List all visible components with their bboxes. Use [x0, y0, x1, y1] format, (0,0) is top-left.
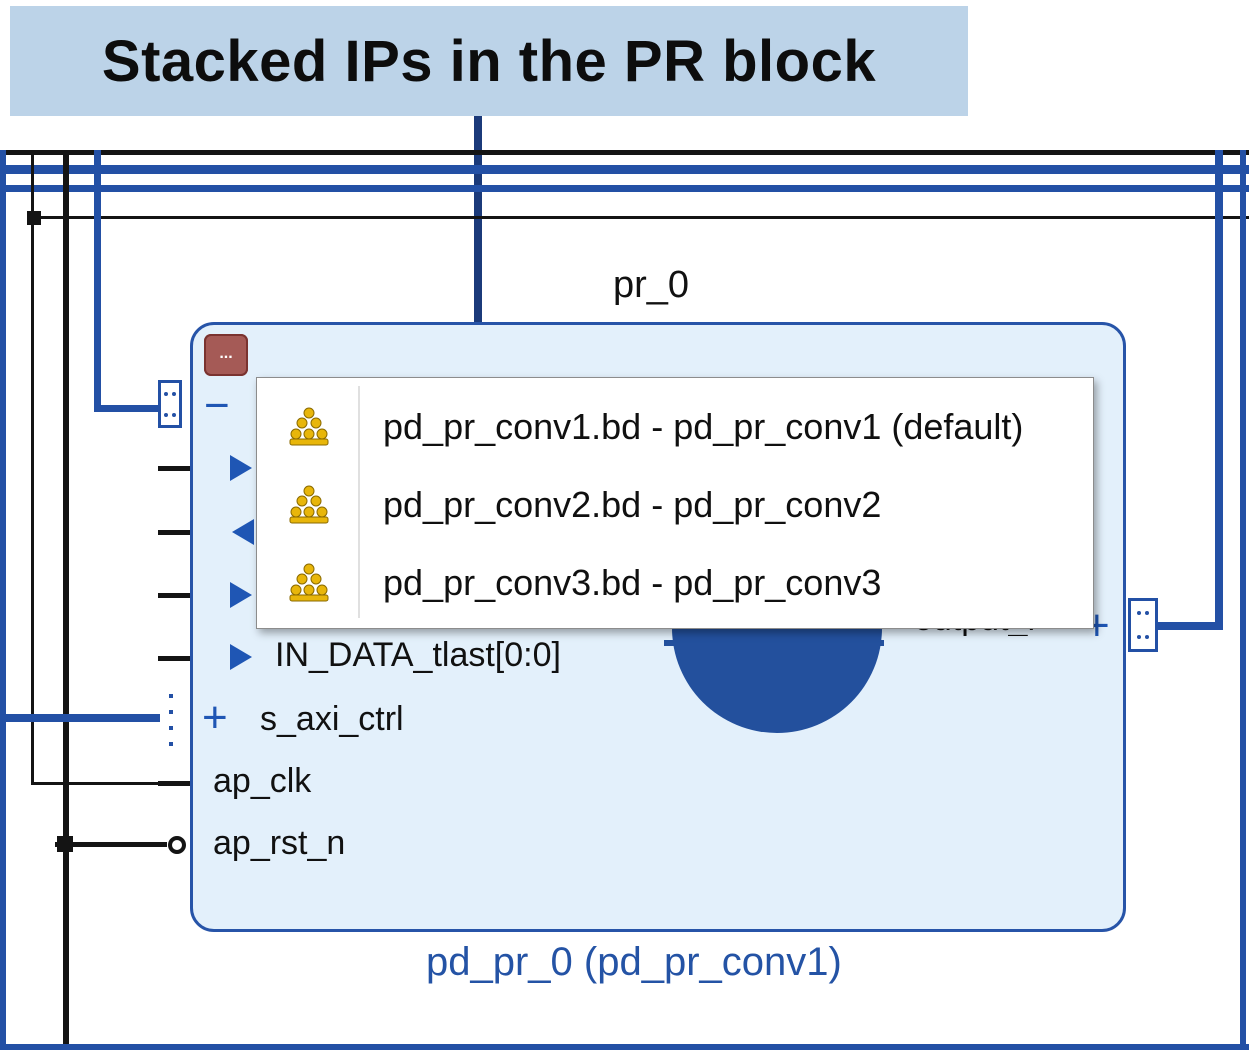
pin-in-arrow-icon [230, 582, 252, 608]
pin-stub-clk [158, 781, 190, 786]
pin-label-ap-rst-n[interactable]: ap_rst_n [213, 824, 346, 862]
pin-stub-2 [158, 530, 190, 535]
callout-arrow [474, 116, 482, 348]
stacked-ip-popup: pd_pr_conv1.bd - pd_pr_conv1 (default) p… [256, 377, 1094, 629]
popup-item-conv1[interactable]: pd_pr_conv1.bd - pd_pr_conv1 (default) [257, 388, 1093, 466]
pin-stub-3 [158, 593, 190, 598]
block-menu-icon[interactable]: ... [204, 334, 248, 376]
expand-icon[interactable]: + [202, 693, 228, 742]
pin-label-ap-clk[interactable]: ap_clk [213, 762, 312, 800]
wire-right-blue-2 [1215, 150, 1223, 630]
wire-right-edge-blue [1240, 150, 1246, 1050]
wire-left-black-1 [31, 150, 34, 785]
wire-output-blue [1156, 622, 1223, 630]
pin-out-arrow-icon [232, 519, 254, 545]
reset-invert-bubble [168, 836, 186, 854]
callout-title: Stacked IPs in the PR block [101, 28, 877, 94]
wire-top-blue-2 [0, 185, 1249, 192]
popup-icon-separator [358, 386, 360, 618]
block-design-icon [257, 407, 361, 447]
wire-top-blue-1 [0, 165, 1249, 174]
input-bus-pin[interactable] [158, 380, 182, 428]
popup-item-label: pd_pr_conv1.bd - pd_pr_conv1 (default) [383, 406, 1024, 447]
wire-left-edge-blue [0, 150, 6, 1050]
block-design-icon [257, 563, 361, 603]
callout-banner: Stacked IPs in the PR block [10, 6, 968, 116]
wire-left-black-2 [63, 150, 69, 1050]
wire-junction-dot [27, 211, 41, 225]
block-design-icon [257, 485, 361, 525]
wire-ap-rst [55, 842, 167, 847]
output-bus-pin[interactable] [1128, 598, 1158, 652]
pin-label-in-data-tlast[interactable]: IN_DATA_tlast[0:0] [275, 636, 561, 674]
pin-stub-4 [158, 656, 190, 661]
wire-to-bus-pin [94, 405, 160, 412]
pin-in-arrow-icon [230, 644, 252, 670]
pin-in-arrow-icon [230, 455, 252, 481]
pin-stub-1 [158, 466, 190, 471]
collapse-icon[interactable]: − [204, 381, 230, 430]
saxi-bus-dots [166, 688, 176, 752]
instance-name: pd_pr_0 (pd_pr_conv1) [426, 940, 842, 984]
wire-top-black-2 [30, 216, 1249, 219]
wire-top-black [0, 150, 1249, 155]
wire-rst-junction [57, 836, 73, 852]
wire-bottom-blue [0, 1044, 1249, 1050]
popup-item-label: pd_pr_conv3.bd - pd_pr_conv3 [383, 562, 882, 603]
popup-item-conv3[interactable]: pd_pr_conv3.bd - pd_pr_conv3 [257, 544, 1093, 622]
hierarchy-name: pr_0 [613, 264, 690, 306]
popup-item-conv2[interactable]: pd_pr_conv2.bd - pd_pr_conv2 [257, 466, 1093, 544]
wire-saxi-ctrl [0, 714, 160, 722]
wire-ap-clk [31, 782, 161, 785]
pin-label-s-axi-ctrl[interactable]: s_axi_ctrl [260, 700, 404, 738]
wire-left-blue-3 [94, 150, 101, 412]
popup-item-label: pd_pr_conv2.bd - pd_pr_conv2 [383, 484, 882, 525]
